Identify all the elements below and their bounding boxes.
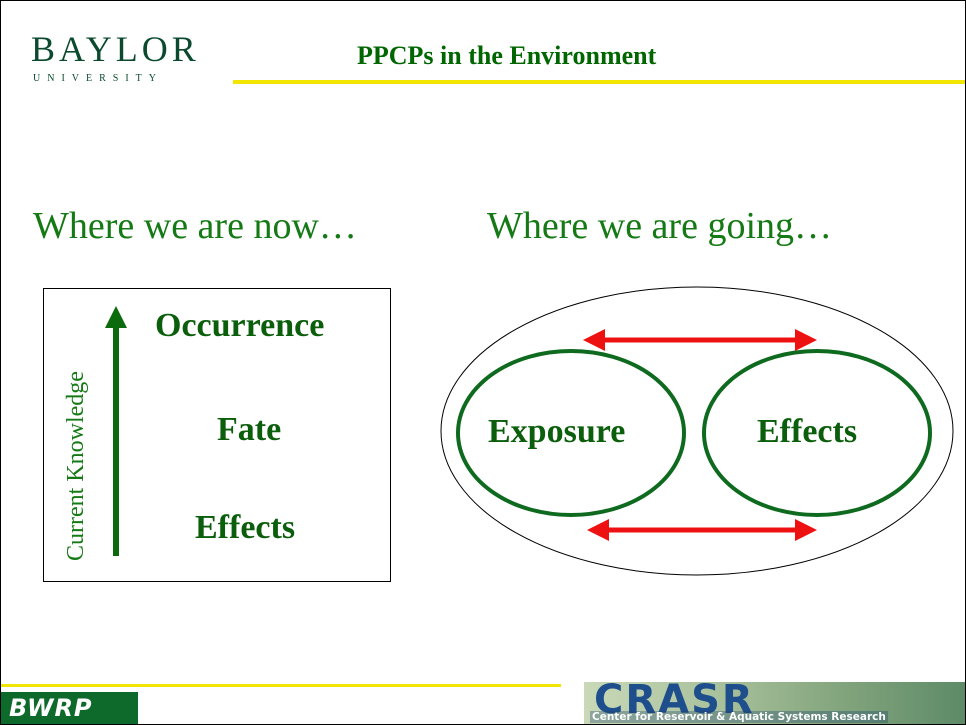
item-fate: Fate [217, 411, 282, 448]
item-occurrence: Occurrence [155, 307, 325, 344]
baylor-logo-subtitle: UNIVERSITY [33, 73, 163, 84]
title-underline [233, 80, 965, 84]
footer-line [1, 684, 561, 687]
exposure-effects-diagram [440, 286, 954, 576]
current-knowledge-label: Current Knowledge [63, 371, 89, 561]
label-effects: Effects [757, 413, 858, 450]
slide-title: PPCPs in the Environment [357, 41, 657, 70]
item-effects: Effects [195, 509, 296, 546]
knowledge-box [43, 288, 391, 582]
baylor-logo: BAYLOR [31, 29, 200, 69]
outer-ellipse [440, 286, 954, 576]
up-arrow-icon [105, 306, 127, 556]
bottom-double-arrow-icon [587, 519, 817, 541]
bwrp-logo: BWRP [1, 692, 138, 724]
heading-where-now: Where we are now… [33, 205, 357, 247]
crasr-banner: CRASR Center for Reservoir & Aquatic Sys… [584, 682, 965, 724]
label-exposure: Exposure [488, 413, 626, 450]
exposure-circle [456, 349, 686, 517]
top-double-arrow-icon [583, 329, 817, 351]
heading-where-going: Where we are going… [487, 205, 833, 247]
crasr-subtitle: Center for Reservoir & Aquatic Systems R… [590, 711, 888, 723]
crasr-logo: CRASR [594, 682, 755, 723]
effects-circle [702, 349, 932, 517]
